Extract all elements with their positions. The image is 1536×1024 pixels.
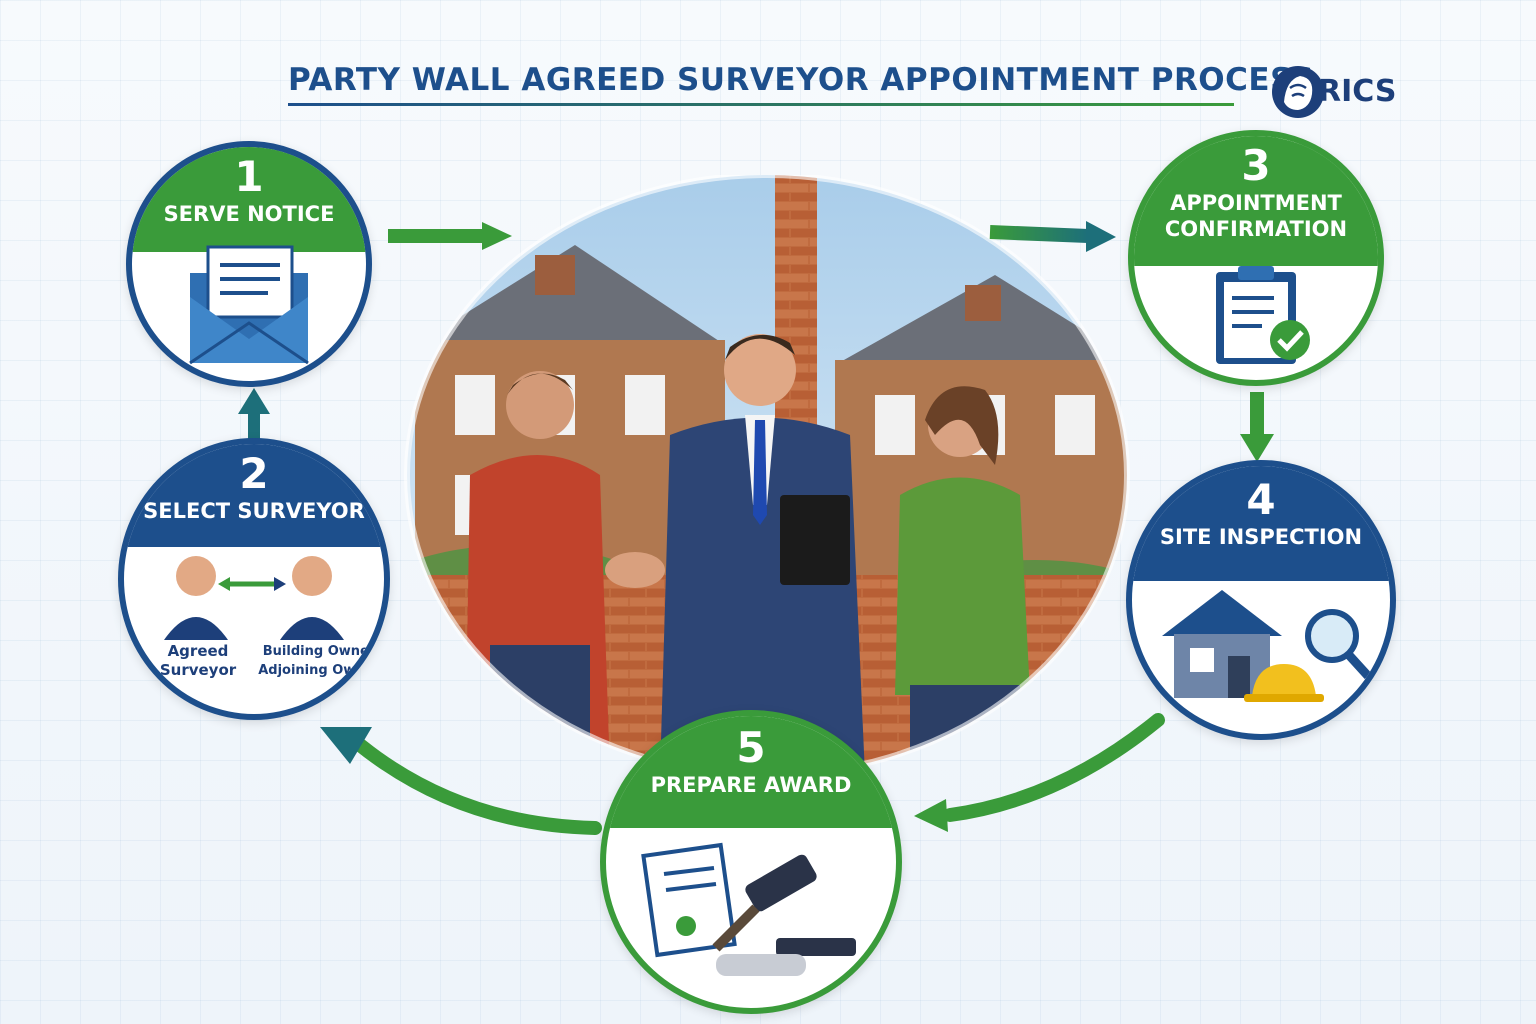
- two-people-icon: [164, 556, 344, 640]
- arrow-4-to-5: [943, 713, 1165, 822]
- step-3-number: 3: [1241, 141, 1271, 190]
- arrow-5-to-2: [353, 738, 602, 835]
- step-1-header: 1 SERVE NOTICE: [132, 147, 366, 252]
- step-3-label-line-2: CONFIRMATION: [1164, 217, 1348, 241]
- step-2-label: SELECT SURVEYOR: [143, 499, 365, 523]
- rics-lion-logo-icon: [1272, 66, 1324, 118]
- arrow-center-to-3: [989, 225, 1089, 243]
- step-5-number: 5: [736, 723, 766, 772]
- step-4-label: SITE INSPECTION: [1159, 525, 1363, 549]
- arrow-2-head: [320, 727, 372, 764]
- arrow-1-head: [482, 222, 512, 250]
- step-2-left-note-line-2: Surveyor: [159, 661, 237, 679]
- step-3-label-line-1: APPOINTMENT: [1170, 191, 1342, 215]
- step-4-number: 4: [1246, 475, 1276, 524]
- step-1-serve-notice: 1 SERVE NOTICE: [126, 141, 372, 387]
- arrow-3-head: [1086, 221, 1116, 252]
- step-2-left-note: Agreed Surveyor: [150, 642, 246, 680]
- step-1-label: SERVE NOTICE: [163, 202, 335, 226]
- step-2-right-note-line-1: Building Owner: [262, 644, 376, 659]
- step-2-header: 2 SELECT SURVEYOR: [124, 444, 384, 547]
- step-5-prepare-award: 5 PREPARE AWARD: [600, 710, 902, 1014]
- step-4-header: 4 SITE INSPECTION: [1132, 466, 1390, 581]
- step-1-number: 1: [234, 152, 264, 201]
- step-3-header: 3 APPOINTMENT CONFIRMATION: [1134, 136, 1378, 266]
- arrow-4-head: [1240, 434, 1274, 462]
- step-2-select-surveyor: 2 SELECT SURVEYOR Agreed Surveyor Buildi…: [118, 438, 390, 720]
- step-2-left-note-line-1: Agreed: [167, 642, 229, 660]
- document-gavel-icon: [641, 842, 856, 976]
- step-2-right-note: Building Owner Adjoining Owner: [254, 642, 384, 680]
- logo-text: RICS: [1318, 74, 1397, 109]
- envelope-letter-icon: [189, 245, 309, 365]
- step-3-appointment-confirmation: 3 APPOINTMENT CONFIRMATION: [1128, 130, 1384, 386]
- step-5-label: PREPARE AWARD: [650, 773, 852, 797]
- center-scene-illustration: [404, 175, 1130, 775]
- title-underline: [288, 103, 1234, 106]
- arrow-5-head: [914, 799, 948, 832]
- house-magnifier-icon: [1162, 590, 1372, 702]
- step-4-site-inspection: 4 SITE INSPECTION: [1126, 460, 1396, 740]
- step-5-header: 5 PREPARE AWARD: [606, 716, 896, 828]
- step-2-right-note-line-2: Adjoining Owner: [258, 663, 380, 678]
- clipboard-check-icon: [1216, 266, 1310, 364]
- page-title: PARTY WALL AGREED SURVEYOR APPOINTMENT P…: [288, 62, 1315, 98]
- step-2-number: 2: [239, 449, 269, 498]
- arrow-1-up-head: [238, 388, 270, 414]
